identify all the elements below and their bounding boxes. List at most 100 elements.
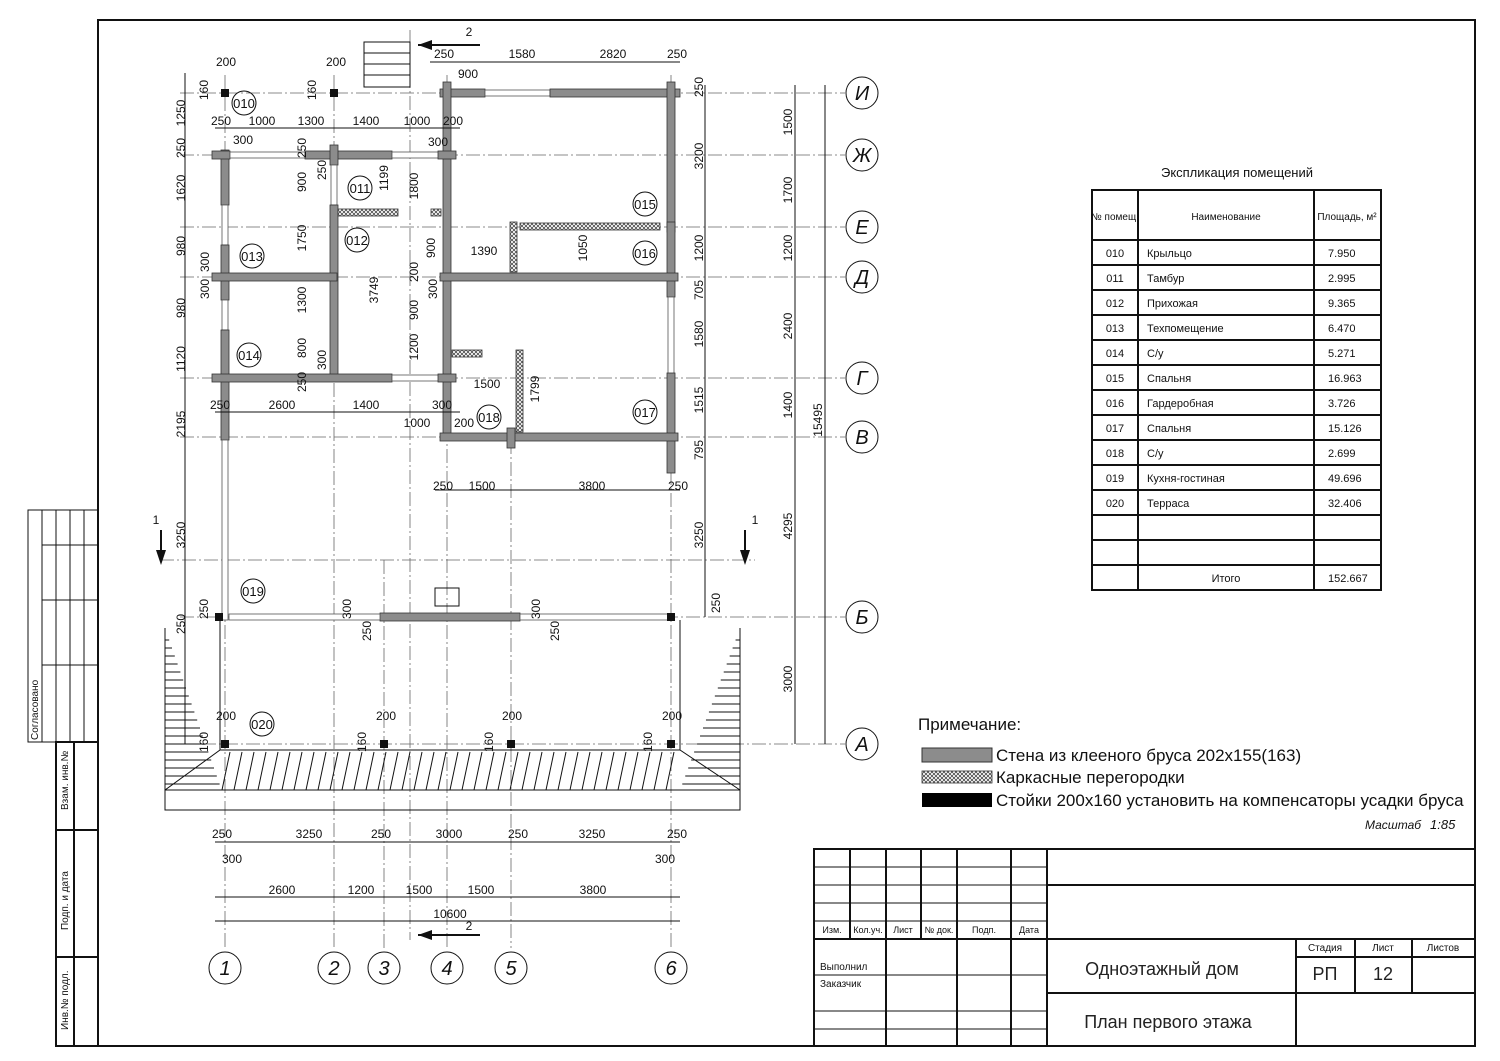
column-axis-bubble <box>430 951 464 985</box>
room-tag-circle <box>632 191 658 217</box>
dimension-label: 1300 <box>298 114 325 128</box>
room-tag-circle <box>240 578 266 604</box>
room-tag: 011 <box>350 181 371 196</box>
stage-value: РП <box>1313 964 1338 984</box>
dimension-label: 300 <box>432 398 452 412</box>
room-area-cell: 15.126 <box>1328 423 1362 435</box>
dimension-label: 3250 <box>174 521 188 548</box>
dimension-label: 300 <box>233 133 253 147</box>
dimension-label: 200 <box>216 55 236 69</box>
column-axis-bubble <box>317 951 351 985</box>
room-area-cell: 3.726 <box>1328 398 1356 410</box>
frame-partitions <box>337 208 661 433</box>
dimension-label: 1 <box>752 513 759 527</box>
dimension-label: 200 <box>376 709 396 723</box>
revision-column-header: № док. <box>925 925 954 935</box>
dimension-label: 250 <box>211 114 231 128</box>
scale-label: Масштаб <box>1365 818 1422 832</box>
dimension-label: 1390 <box>471 244 498 258</box>
dimension-label: 250 <box>667 827 687 841</box>
room-tag-circle <box>236 342 262 368</box>
dimension-label: 1515 <box>692 386 706 413</box>
dimension-label: 250 <box>371 827 391 841</box>
room-name-cell: С/у <box>1147 448 1164 460</box>
dimension-label: 200 <box>454 416 474 430</box>
dimension-label: 1400 <box>781 391 795 418</box>
dimension-label: 250 <box>508 827 528 841</box>
dimension-label: 1000 <box>249 114 276 128</box>
room-tag: 014 <box>238 348 260 363</box>
row-axis-bubble <box>845 727 879 761</box>
sheet-title: План первого этажа <box>1084 1012 1253 1032</box>
revision-column-header: Изм. <box>822 925 841 935</box>
dimension-label: 900 <box>407 300 421 320</box>
table-row: 015 Спальня 16.963 <box>1106 373 1362 385</box>
dimension-label: 1500 <box>468 883 495 897</box>
room-area-cell: 16.963 <box>1328 373 1362 385</box>
dimension-label: 1050 <box>576 234 590 261</box>
log-walls <box>211 81 681 622</box>
stamp-replace-inv: Взам. инв.№ <box>60 751 71 810</box>
row-axis-label: Б <box>855 607 868 629</box>
room-number-cell: 011 <box>1106 273 1124 285</box>
row-axis-bubble <box>845 361 879 395</box>
room-tag: 013 <box>241 249 263 264</box>
dimension-label: 1200 <box>407 333 421 360</box>
room-tag: 016 <box>634 246 656 261</box>
terrace <box>164 587 741 811</box>
col-header-name: Наименование <box>1191 212 1261 223</box>
sheets-label: Листов <box>1427 943 1460 954</box>
dimension-label: 1500 <box>406 883 433 897</box>
revision-column-header: Дата <box>1019 925 1039 935</box>
row-axis-label: Е <box>855 217 869 239</box>
dimension-label: 1400 <box>353 114 380 128</box>
row-axis-label: Г <box>857 368 870 390</box>
scale-value: 1:85 <box>1430 817 1456 832</box>
row-axis-label: Ж <box>852 145 873 167</box>
dimension-label: 300 <box>198 252 212 272</box>
dimension-label: 2 <box>466 919 473 933</box>
room-tag: 015 <box>634 197 656 212</box>
room-name-cell: Спальня <box>1147 373 1191 385</box>
row-axis-bubble <box>845 420 879 454</box>
room-tag: 017 <box>634 405 656 420</box>
room-tag-circle <box>344 227 370 253</box>
dimension-label: 300 <box>529 599 543 619</box>
room-number-cell: 015 <box>1106 373 1124 385</box>
dimension-label: 250 <box>197 599 211 619</box>
sheet-label: Лист <box>1372 943 1394 954</box>
dimension-label: 900 <box>424 238 438 258</box>
column-axis-bubble <box>494 951 528 985</box>
dimension-label: 160 <box>305 80 319 100</box>
room-name-cell: Кухня-гостиная <box>1147 473 1225 485</box>
room-name-cell: Терраса <box>1147 498 1190 510</box>
dimension-label: 3250 <box>579 827 606 841</box>
room-number-cell: 020 <box>1106 498 1124 510</box>
dimension-label: 3250 <box>296 827 323 841</box>
row-axis-bubble <box>845 260 879 294</box>
dimension-label: 250 <box>295 372 309 392</box>
dimension-label: 1700 <box>781 176 795 203</box>
column-axis-label: 5 <box>505 958 517 980</box>
room-number-cell: 016 <box>1106 398 1124 410</box>
dimension-label: 1580 <box>509 47 536 61</box>
room-number-cell: 019 <box>1106 473 1124 485</box>
row-axis-bubble <box>845 76 879 110</box>
dimension-label: 250 <box>433 479 453 493</box>
room-number-cell: 018 <box>1106 448 1124 460</box>
dimension-label: 1500 <box>469 479 496 493</box>
dimension-label: 795 <box>692 440 706 460</box>
room-area-cell: 32.406 <box>1328 498 1362 510</box>
dimension-label: 300 <box>655 852 675 866</box>
room-tag-circle <box>249 711 275 737</box>
dimension-label: 800 <box>295 338 309 358</box>
room-number-cell: 010 <box>1106 248 1124 260</box>
room-name-cell: Крыльцо <box>1147 248 1192 260</box>
dimension-label: 200 <box>216 709 236 723</box>
